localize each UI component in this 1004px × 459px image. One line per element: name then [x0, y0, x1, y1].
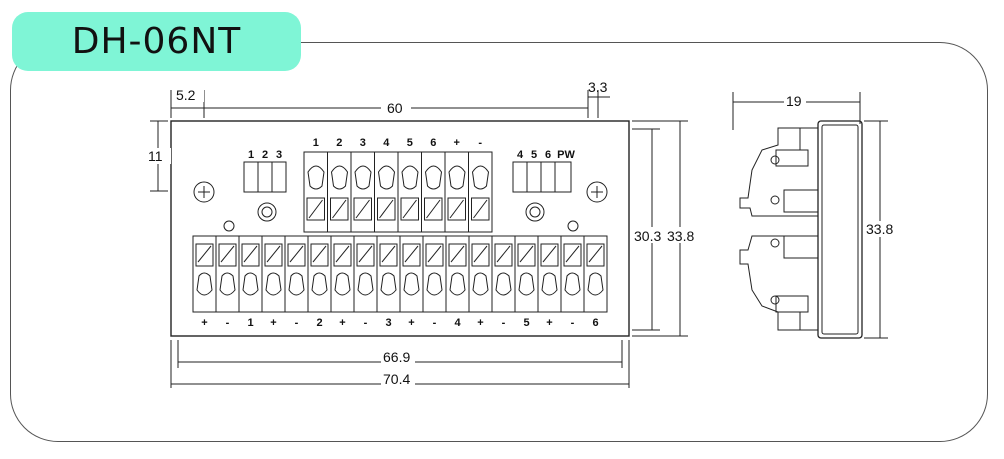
terminal-label: 2 [262, 149, 268, 161]
top-terminal [468, 152, 490, 232]
terminal-label: 6 [430, 137, 436, 149]
bottom-terminal [468, 236, 490, 312]
terminal-label: 1 [247, 317, 253, 329]
top-mid-labels: 1 2 3 4 5 6 + - [313, 137, 483, 149]
terminal-label: 5 [531, 149, 537, 161]
top-right-switch-block [512, 161, 572, 193]
bottom-labels: + - 1 + - 2 + - 3 + - 4 + - 5 + - 6 [201, 317, 598, 329]
top-terminal [374, 152, 396, 232]
terminal-label: + [546, 317, 552, 329]
bottom-terminal-block [192, 235, 608, 313]
left-pot [257, 202, 277, 222]
terminal-label: + [477, 317, 483, 329]
terminal-label: 3 [276, 149, 282, 161]
top-terminal [421, 152, 443, 232]
terminal-label: - [295, 317, 299, 329]
bottom-terminal [583, 236, 605, 312]
terminal-label: - [364, 317, 368, 329]
bottom-terminal [215, 236, 237, 312]
terminal-label: 6 [545, 149, 551, 161]
dim-inner-width: 66.9 [383, 349, 410, 365]
terminal-label: 1 [248, 149, 254, 161]
bottom-terminal [307, 236, 329, 312]
top-terminal [350, 152, 372, 232]
right-pot [525, 202, 545, 222]
bottom-terminal [445, 236, 467, 312]
terminal-label: - [502, 317, 506, 329]
dim-top-width: 60 [387, 100, 403, 116]
bottom-terminal [560, 236, 582, 312]
terminal-label: - [226, 317, 230, 329]
front-view-body [170, 120, 630, 337]
bottom-terminal [422, 236, 444, 312]
terminal-label: + [339, 317, 345, 329]
side-view [732, 92, 888, 339]
terminal-label: 3 [360, 137, 366, 149]
left-screw [193, 181, 215, 203]
right-screw [586, 181, 608, 203]
dim-top-right: 3.3 [588, 79, 608, 95]
terminal-label: 6 [592, 317, 598, 329]
dim-inner-height: 30.3 [634, 228, 661, 244]
left-led [223, 220, 235, 232]
bottom-terminal [238, 236, 260, 312]
dim-left-height: 11 [148, 148, 163, 164]
bottom-terminal [192, 236, 214, 312]
top-left-switch-block [243, 161, 287, 193]
bottom-terminal [514, 236, 536, 312]
top-terminal [327, 152, 349, 232]
terminal-label: - [571, 317, 575, 329]
terminal-label: 3 [385, 317, 391, 329]
dim-side-width: 19 [786, 93, 802, 109]
top-terminal [303, 152, 325, 232]
bottom-terminal [491, 236, 513, 312]
outer-frame [10, 42, 988, 442]
terminal-label: - [478, 137, 482, 149]
terminal-label: + [408, 317, 414, 329]
terminal-label: 4 [454, 317, 461, 329]
bottom-terminal [376, 236, 398, 312]
top-terminal-block [303, 151, 493, 233]
terminal-label: 5 [407, 137, 413, 149]
dim-outer-width: 70.4 [383, 371, 410, 387]
product-title: DH-06NT [71, 21, 242, 62]
right-led [567, 220, 579, 232]
bottom-terminal [537, 236, 559, 312]
bottom-terminal [330, 236, 352, 312]
terminal-label: + [454, 137, 460, 149]
bottom-terminal [261, 236, 283, 312]
terminal-label: + [270, 317, 276, 329]
terminal-label: 1 [313, 137, 319, 149]
dim-top-offset: 5.2 [176, 87, 196, 103]
terminal-label: 2 [336, 137, 342, 149]
terminal-label: + [201, 317, 207, 329]
bottom-terminal [353, 236, 375, 312]
terminal-label: 4 [517, 149, 524, 161]
top-terminal [444, 152, 466, 232]
terminal-label: PW [557, 149, 575, 161]
dim-outer-height: 33.8 [667, 228, 694, 244]
terminal-label: 2 [316, 317, 322, 329]
bottom-terminal [399, 236, 421, 312]
dim-side-height: 33.8 [866, 221, 893, 237]
title-badge: DH-06NT [12, 12, 301, 71]
top-terminal [397, 152, 419, 232]
terminal-label: 5 [523, 317, 529, 329]
bottom-terminal [284, 236, 306, 312]
terminal-label: 4 [383, 137, 390, 149]
terminal-label: - [433, 317, 437, 329]
